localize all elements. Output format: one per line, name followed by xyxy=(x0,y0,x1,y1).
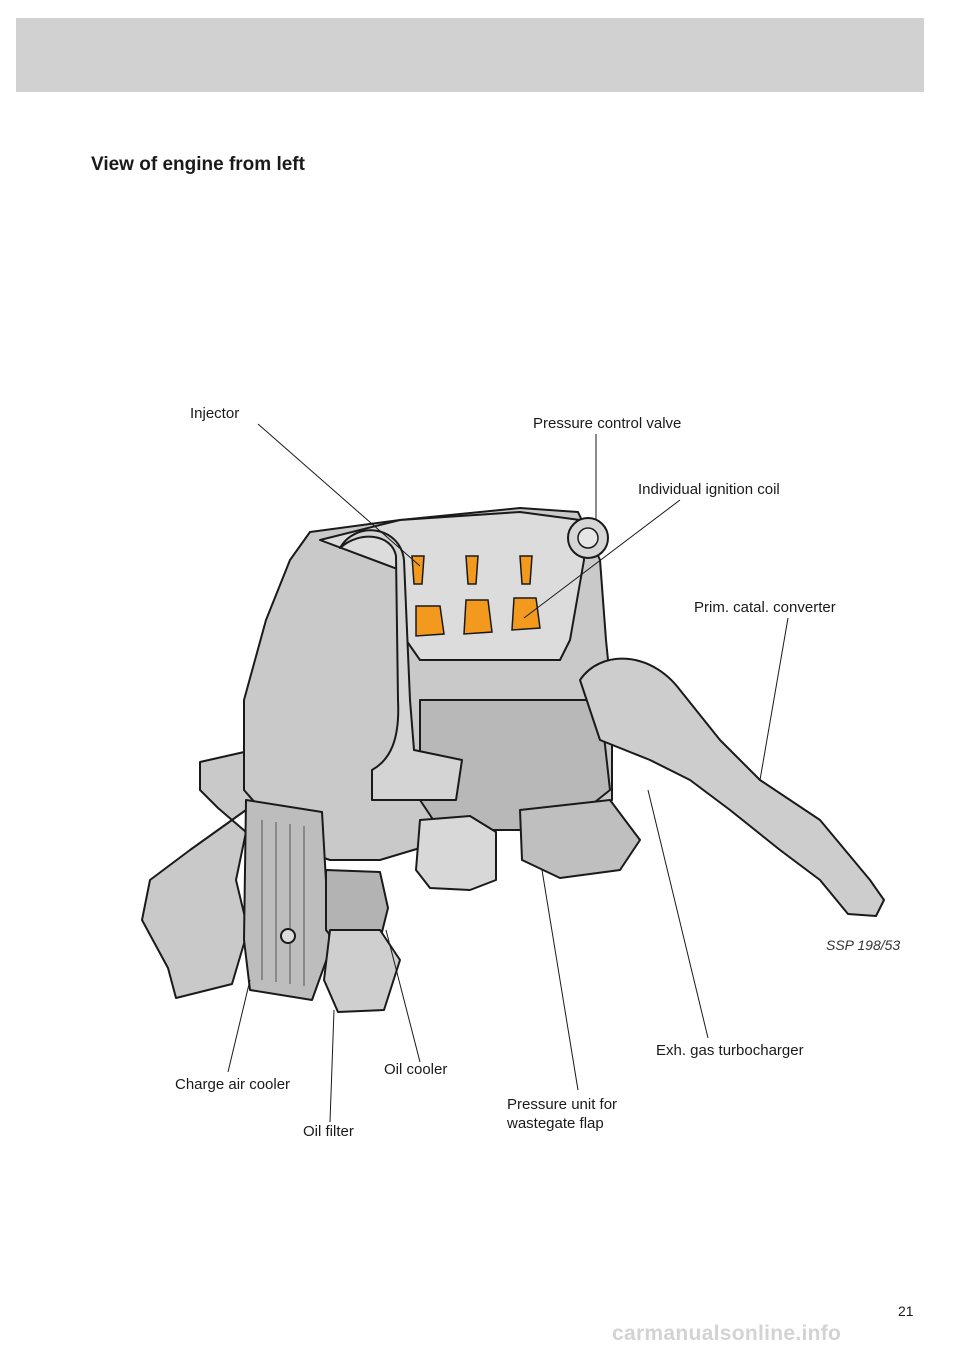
figure-reference: SSP 198/53 xyxy=(826,937,901,953)
callout-pressure-control-valve: Pressure control valve xyxy=(533,415,682,432)
callout-pressure-unit: Pressure unit for wastegate flap xyxy=(507,1095,667,1133)
oil-cooler-body xyxy=(323,929,401,1013)
callout-individual-ignition-coil: Individual ignition coil xyxy=(638,481,780,498)
watermark: carmanualsonline.info xyxy=(612,1322,842,1345)
callout-charge-air-cooler: Charge air cooler xyxy=(175,1076,291,1093)
turbocharger xyxy=(519,799,641,879)
ignition-coil-group xyxy=(415,597,541,637)
injector-group xyxy=(411,555,533,585)
page-title: View of engine from left xyxy=(91,154,305,175)
callout-prim-catal-converter: Prim. catal. converter xyxy=(694,599,836,616)
callout-exh-gas-turbocharger: Exh. gas turbocharger xyxy=(656,1042,804,1059)
catalytic-converter xyxy=(579,657,885,917)
page-number: 21 xyxy=(898,1303,914,1319)
callout-pressure-unit-line2: wastegate flap xyxy=(507,1115,604,1132)
callout-oil-filter: Oil filter xyxy=(303,1123,354,1140)
callout-injector: Injector xyxy=(190,405,240,422)
leader-lines xyxy=(227,423,789,1123)
charge-air-cooler xyxy=(243,799,331,1001)
header-band xyxy=(16,18,924,92)
callout-pressure-unit-line1: Pressure unit for xyxy=(507,1096,618,1113)
callout-oil-cooler: Oil cooler xyxy=(384,1061,448,1078)
wastegate-unit xyxy=(415,815,497,891)
